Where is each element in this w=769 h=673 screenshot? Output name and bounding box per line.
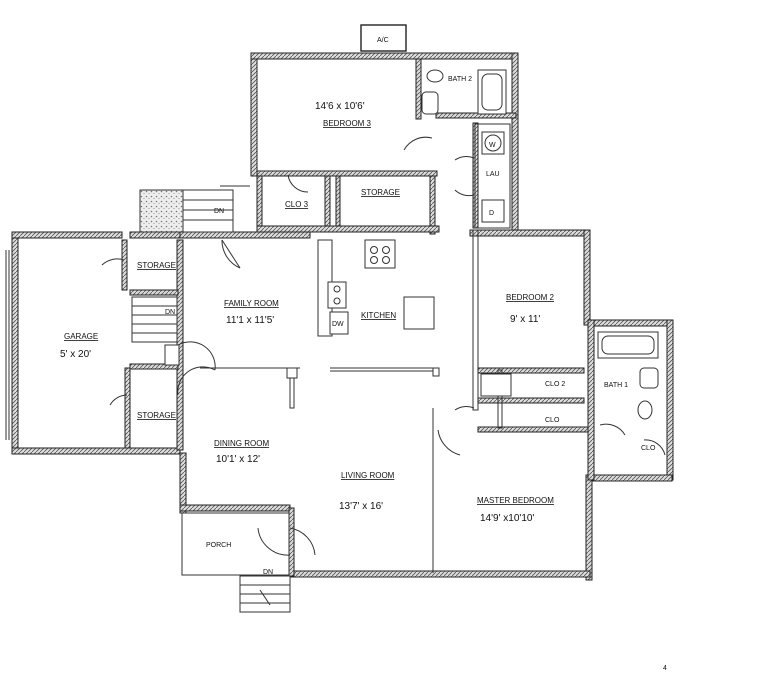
garage-stair: [131, 296, 178, 343]
family-room-label: FAMILY ROOM: [224, 299, 279, 308]
labels: A/C BATH 2 14'6 x 10'6' BEDROOM 3 W LAU …: [60, 37, 667, 672]
porch-label: PORCH: [206, 542, 231, 549]
bath1-label: BATH 1: [604, 382, 628, 389]
dn-label-rear: DN: [214, 208, 224, 215]
master-bedroom-label: MASTER BEDROOM: [477, 496, 554, 505]
porch-stair: [239, 575, 291, 613]
kitchen-label: KITCHEN: [361, 311, 396, 320]
stove-icon: [364, 239, 396, 269]
dn-label-porch: DN: [263, 569, 273, 576]
master-bedroom-dims: 14'9' x10'10': [480, 513, 534, 524]
dining-room-label: DINING ROOM: [214, 439, 269, 448]
dryer-icon: [481, 199, 505, 223]
fridge-icon: [403, 296, 435, 330]
family-room-dims: 11'1 x 11'5': [226, 315, 274, 326]
garage-dims: 5' x 20': [60, 349, 91, 360]
toilet-icon: [637, 400, 653, 420]
corner-mark: 4: [663, 665, 667, 672]
dn-label-garage: DN: [165, 309, 175, 316]
dryer-label: D: [489, 210, 494, 217]
dishwasher-icon: [329, 311, 349, 335]
dining-room-dims: 10'1' x 12': [216, 454, 260, 465]
bedroom2-dims: 9' x 11': [510, 314, 540, 325]
storage-top-left-label: STORAGE: [137, 261, 176, 270]
ac-unit: [360, 24, 407, 52]
clo3-label: CLO 3: [285, 200, 309, 209]
sink-kitchen-icon: [327, 281, 347, 309]
lau-label: LAU: [486, 171, 500, 178]
bedroom2-label: BEDROOM 2: [506, 293, 555, 302]
ahu-unit: [480, 373, 512, 397]
sink-icon: [639, 367, 659, 389]
fixtures: [164, 69, 659, 420]
storage-bottom-left-label: STORAGE: [137, 411, 176, 420]
garage-door: [5, 250, 10, 440]
clo-bath-label: CLO: [641, 445, 656, 452]
porch-area: [181, 512, 290, 576]
washer-label: W: [489, 142, 496, 149]
clo2-label: CLO 2: [545, 381, 565, 388]
clo-mid-label: CLO: [545, 417, 560, 424]
walls: [11, 24, 674, 581]
living-room-label: LIVING ROOM: [341, 471, 395, 480]
doors: [101, 136, 666, 556]
ac-label: A/C: [377, 37, 389, 44]
storage-mid-label: STORAGE: [361, 188, 400, 197]
bedroom3-dims: 14'6 x 10'6': [315, 101, 365, 112]
garage-label: GARAGE: [64, 332, 98, 341]
living-room-dims: 13'7' x 16': [339, 501, 383, 512]
bedroom3-label: BEDROOM 3: [323, 119, 372, 128]
toilet-icon: [426, 69, 444, 83]
bath2-label: BATH 2: [448, 76, 472, 83]
sink-icon: [421, 91, 439, 115]
dishwasher-label: DW: [332, 321, 344, 328]
rear-stair: [139, 185, 250, 233]
